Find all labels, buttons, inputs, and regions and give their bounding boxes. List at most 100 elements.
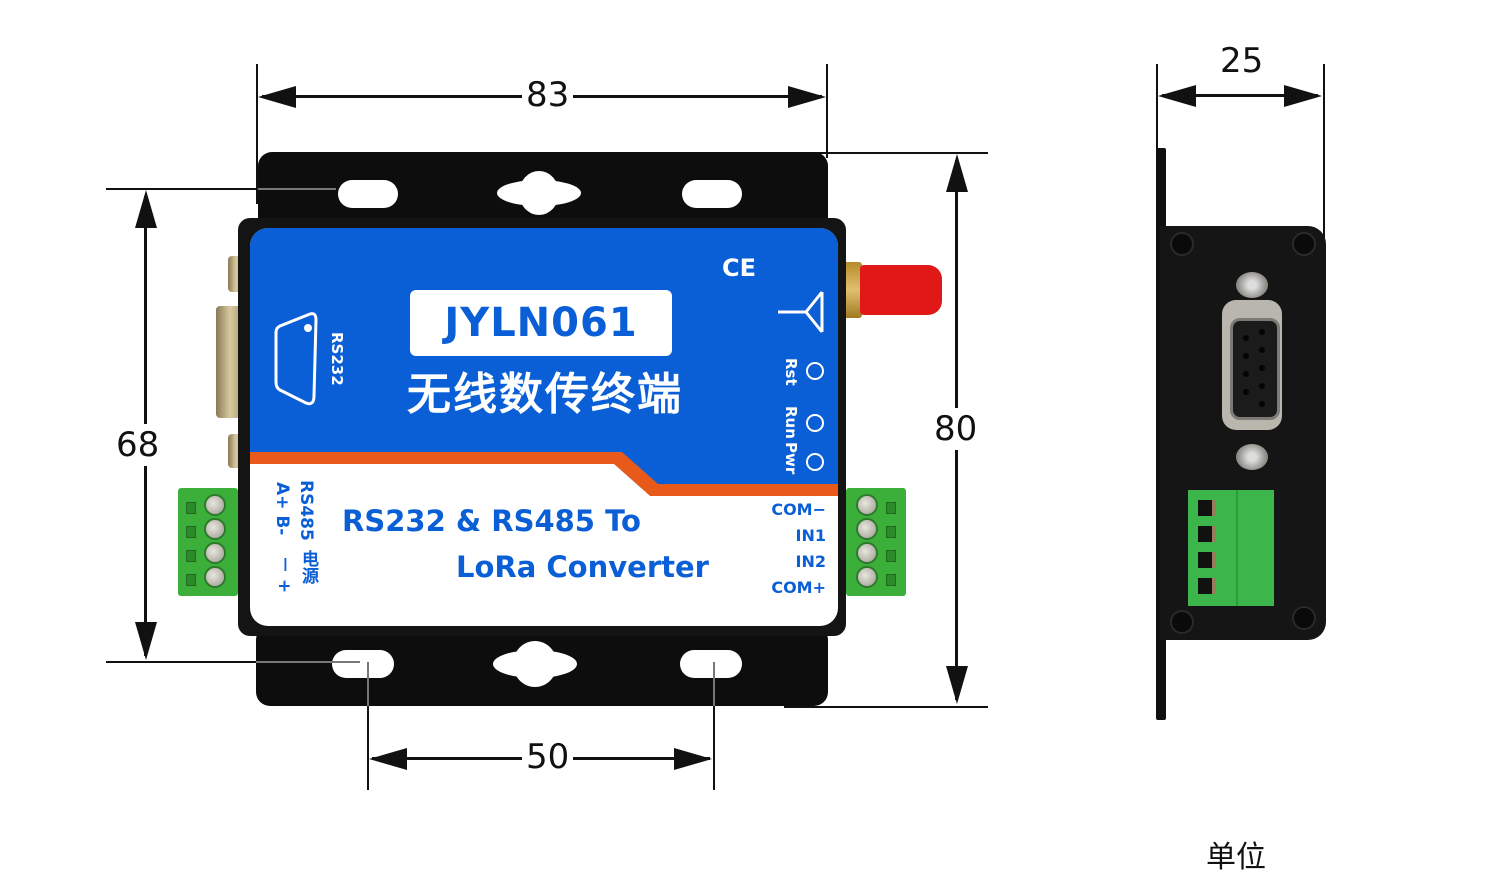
arrow-left-icon — [369, 748, 407, 770]
power-label: 电源 — [298, 550, 318, 584]
dim-25-label: 25 — [1216, 44, 1268, 78]
screw-icon — [204, 518, 226, 540]
dim-68-ext-top — [106, 188, 336, 190]
dim-83-ext-right — [826, 64, 828, 158]
terminal-slot — [1198, 526, 1216, 542]
terminal-slot — [186, 574, 196, 586]
db9-socket — [1230, 318, 1280, 420]
com-minus-label: COM− — [771, 500, 826, 519]
com-plus-label: COM+ — [771, 578, 826, 597]
en-title-line1: RS232 & RS485 To — [342, 504, 641, 538]
ce-mark-icon: CE — [722, 254, 757, 282]
screw-icon — [856, 566, 878, 588]
pin — [1259, 329, 1265, 335]
arrow-down-icon — [135, 622, 157, 660]
db9-nut-bottom — [1236, 444, 1268, 470]
dim-80-ext-top — [784, 152, 988, 154]
terminal-divider — [1236, 490, 1238, 606]
terminal-slot — [186, 550, 196, 562]
led-label-rst: Rst — [782, 358, 800, 386]
led-run — [806, 414, 824, 432]
dim-80-ext-bottom — [784, 706, 988, 708]
terminal-slot — [886, 526, 896, 538]
screw-icon — [1292, 232, 1316, 256]
pin — [1243, 371, 1249, 377]
rs232-label: RS232 — [328, 332, 346, 386]
db9-connector-icon — [274, 312, 318, 406]
pin — [1243, 335, 1249, 341]
pin — [1243, 389, 1249, 395]
terminal-block-left — [178, 488, 238, 596]
mount-slot — [680, 650, 742, 678]
dim-50-ext-right-over — [713, 662, 715, 706]
dim-50-label: 50 — [522, 740, 574, 774]
dim-68-ext-bottom — [106, 661, 368, 663]
arrow-down-icon — [946, 666, 968, 704]
model-label: JYLN061 — [410, 290, 672, 356]
dim-50-ext-left — [367, 662, 369, 790]
screw-icon — [204, 542, 226, 564]
in2-label: IN2 — [795, 552, 826, 571]
arrow-right-icon — [674, 748, 712, 770]
in1-label: IN1 — [795, 526, 826, 545]
arrow-left-icon — [1158, 85, 1196, 107]
db9-nut-top — [1236, 272, 1268, 298]
unit-label-partial: 单位 — [1206, 840, 1266, 875]
pin — [1259, 401, 1265, 407]
dim-83-label: 83 — [522, 78, 574, 112]
terminal-slot — [886, 502, 896, 514]
orange-stripe — [250, 452, 838, 496]
polarity-label: － + — [274, 556, 294, 594]
dim-68-ext-top-over — [258, 188, 336, 190]
screw-icon — [856, 494, 878, 516]
arrow-up-icon — [946, 154, 968, 192]
blue-label-area — [250, 228, 838, 488]
antenna-icon — [778, 291, 824, 333]
pin — [1259, 383, 1265, 389]
dim-68-label: 68 — [114, 424, 162, 466]
dim-25-ext-right — [1323, 64, 1325, 240]
terminal-slot — [186, 526, 196, 538]
rs485-label: RS485 — [296, 480, 316, 541]
mount-slot — [332, 650, 394, 678]
terminal-block-right — [846, 488, 906, 596]
led-label-pwr: Pwr — [782, 442, 800, 475]
mount-slot — [338, 180, 398, 208]
led-label-run: Run — [782, 406, 800, 439]
antenna-connector — [842, 262, 862, 318]
terminal-slot — [1198, 552, 1216, 568]
screw-icon — [1170, 610, 1194, 634]
arrow-right-icon — [1284, 85, 1322, 107]
screw-icon — [856, 518, 878, 540]
cn-title: 无线数传终端 — [407, 369, 683, 420]
terminal-slot — [1198, 500, 1216, 516]
arrow-right-icon — [788, 86, 826, 108]
ab-label: A+ B- — [272, 482, 292, 536]
dim-50-ext-right — [713, 662, 715, 790]
terminal-slot — [186, 502, 196, 514]
mount-slot — [682, 180, 742, 208]
pin — [1259, 365, 1265, 371]
dim-80-label: 80 — [932, 408, 980, 450]
dim-68-ext-bottom-over — [256, 661, 360, 663]
front-panel: CE JYLN061 无线数传终端 RS232 Rst Run Pwr RS48… — [250, 228, 838, 626]
screw-icon — [204, 494, 226, 516]
terminal-slot — [1198, 578, 1216, 594]
terminal-slot — [886, 550, 896, 562]
dim-25-line — [1162, 94, 1318, 97]
en-title-line2: LoRa Converter — [456, 550, 709, 584]
terminal-slot — [886, 574, 896, 586]
screw-icon — [1170, 232, 1194, 256]
side-terminal-block — [1188, 490, 1274, 606]
keyhole-slot — [497, 171, 581, 215]
screw-icon — [1292, 606, 1316, 630]
arrow-left-icon — [258, 86, 296, 108]
dim-50-ext-left-over — [367, 662, 369, 706]
dim-83-ext-left — [256, 64, 258, 204]
keyhole-slot — [493, 641, 577, 687]
screw-icon — [856, 542, 878, 564]
led-pwr — [806, 453, 824, 471]
dim-25-ext-left — [1156, 64, 1158, 154]
pin — [1243, 353, 1249, 359]
led-rst — [806, 362, 824, 380]
